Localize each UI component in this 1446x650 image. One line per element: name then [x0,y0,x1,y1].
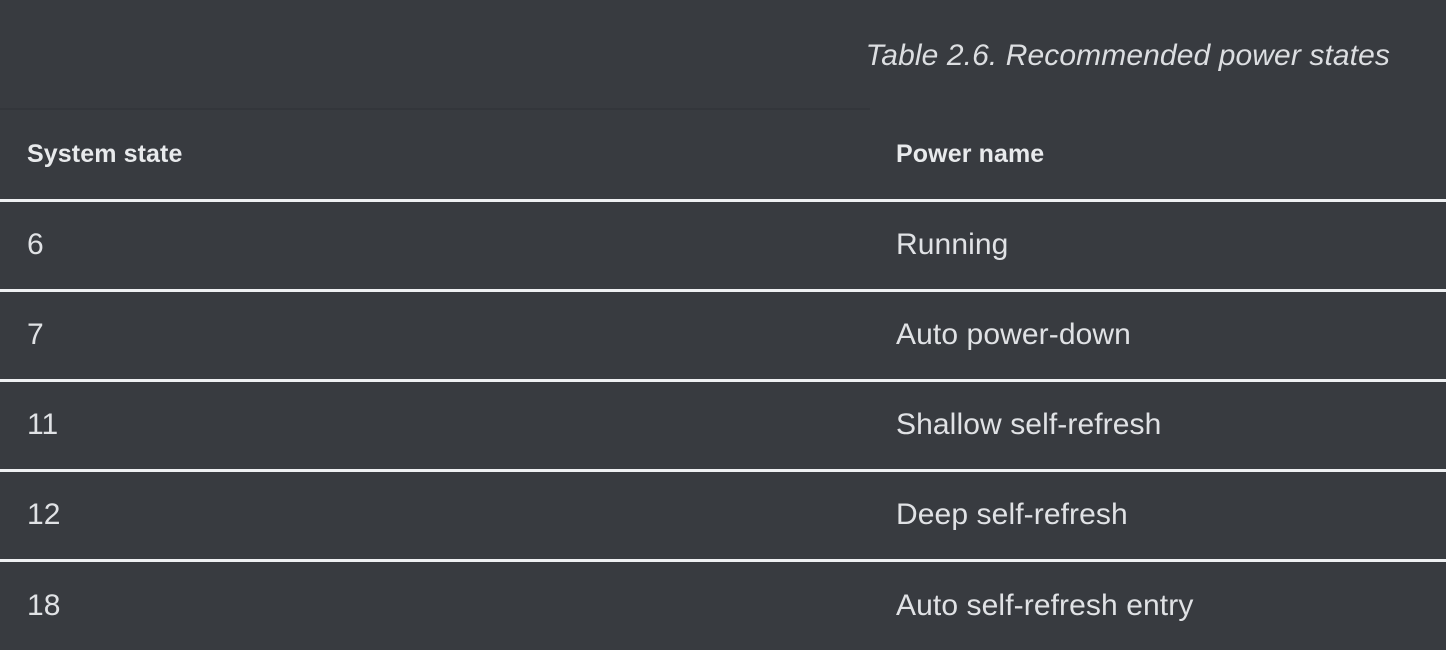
table-caption: Table 2.6. Recommended power states [865,38,1390,72]
cell-power-name: Auto self-refresh entry [896,588,1194,622]
table-row: 7 Auto power-down [0,290,1446,382]
table-body: 6 Running 7 Auto power-down 11 Shallow s… [0,200,1446,650]
table-row: 12 Deep self-refresh [0,470,1446,562]
table-row: 18 Auto self-refresh entry [0,560,1446,650]
table-caption-area: Table 2.6. Recommended power states [0,0,1446,110]
cell-system-state: 11 [0,380,895,472]
column-header-system-state: System state [0,110,895,202]
cell-power-name: Running [895,200,1446,292]
column-header-power-name: Power name [895,110,1446,202]
table-row: 11 Shallow self-refresh [0,380,1446,472]
caption-divider [0,108,870,110]
table-row: 6 Running [0,200,1446,292]
cell-system-state: 18 [27,588,61,622]
cell-power-name: Deep self-refresh [895,470,1446,562]
cell-system-state: 12 [0,470,895,562]
cell-system-state: 7 [0,290,895,382]
cell-system-state: 6 [0,200,895,292]
table-header: System state Power name [0,110,1446,202]
table-header-row: System state Power name [0,110,1446,202]
cell-power-name: Shallow self-refresh [895,380,1446,472]
power-states-table: System state Power name 6 Running 7 Auto… [0,110,1446,650]
cell-power-name: Auto power-down [895,290,1446,382]
